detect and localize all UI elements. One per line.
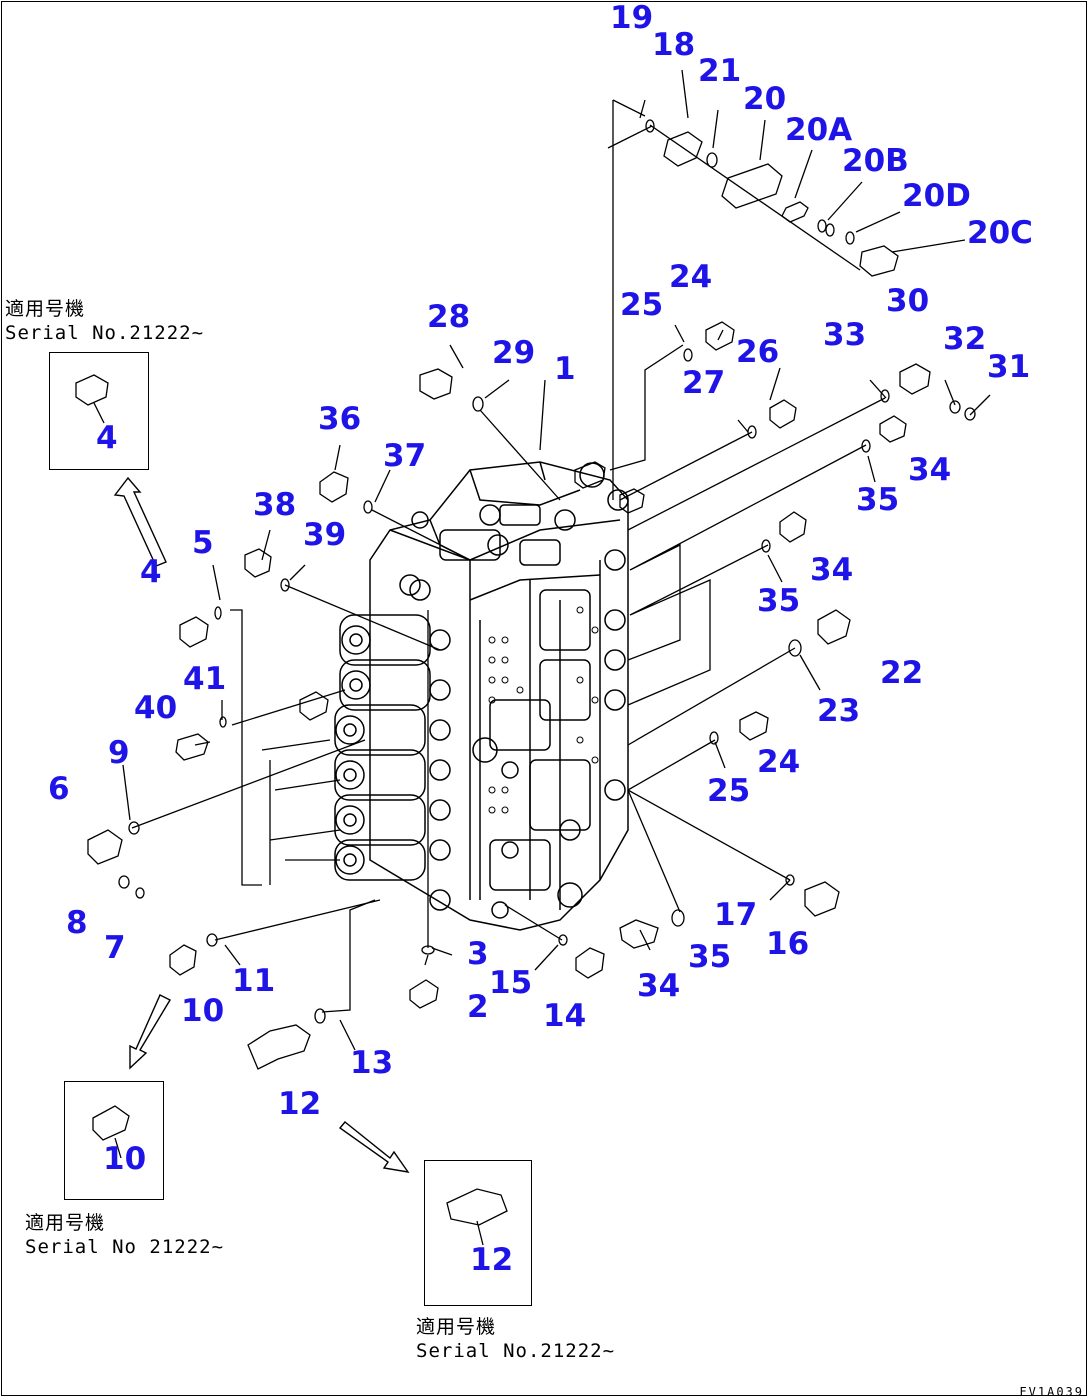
callout-8: 8	[66, 905, 88, 941]
callout-20b: 20B	[842, 143, 909, 179]
callout-14: 14	[543, 998, 587, 1034]
callout-25-top: 25	[620, 287, 664, 323]
callout-28: 28	[427, 299, 471, 335]
inset-note-bottom-left: 適用号機 Serial No 21222~	[25, 1212, 224, 1260]
drawing-code: FV1A039	[1019, 1385, 1084, 1399]
callout-33: 33	[823, 317, 867, 353]
callout-18: 18	[652, 27, 696, 63]
inset-callout-12: 12	[470, 1242, 514, 1278]
callout-36: 36	[318, 401, 362, 437]
inset-note-top-left: 適用号機 Serial No.21222~	[5, 298, 204, 346]
callout-20a: 20A	[785, 112, 853, 148]
callout-41: 41	[183, 661, 227, 697]
callout-9: 9	[108, 735, 130, 771]
callout-39: 39	[303, 517, 347, 553]
inset-box-bottom-center: 12	[424, 1160, 532, 1306]
callout-7: 7	[104, 930, 126, 966]
control-valve-body	[334, 461, 629, 931]
inset-note-serial: Serial No 21222~	[25, 1235, 225, 1258]
inset-note-title: 適用号機	[5, 298, 86, 320]
inset-callout-4: 4	[96, 420, 118, 456]
callout-34-bottom: 34	[637, 968, 681, 1004]
inset-callout-10: 10	[103, 1141, 147, 1177]
callout-31: 31	[987, 349, 1031, 385]
hollow-arrows	[113, 476, 410, 1173]
callout-24-top: 24	[669, 259, 713, 295]
fitting-4-sketch	[75, 374, 109, 424]
callout-37: 37	[383, 438, 427, 474]
callout-20: 20	[743, 81, 787, 117]
callout-35-bottom: 35	[688, 939, 732, 975]
fitting-10-sketch	[92, 1105, 130, 1159]
inset-note-title: 適用号機	[416, 1316, 497, 1338]
inset-box-bottom-left: 10	[64, 1081, 164, 1200]
inset-note-serial: Serial No.21222~	[5, 321, 205, 344]
callout-38: 38	[253, 487, 297, 523]
callout-11: 11	[232, 963, 276, 999]
callout-3: 3	[467, 936, 489, 972]
callout-30: 30	[886, 283, 930, 319]
callout-5: 5	[192, 525, 214, 561]
fitting-12-sketch	[446, 1188, 508, 1246]
solenoid-stack	[334, 574, 431, 881]
callout-4: 4	[140, 554, 162, 590]
callout-35-right-top: 35	[856, 482, 900, 518]
callout-10: 10	[181, 993, 225, 1029]
inset-note-bottom-center: 適用号機 Serial No.21222~	[416, 1316, 615, 1364]
callout-27: 27	[682, 365, 726, 401]
callout-12: 12	[278, 1086, 322, 1122]
callout-40: 40	[134, 690, 178, 726]
callout-25-right: 25	[707, 773, 751, 809]
inset-note-serial: Serial No.21222~	[416, 1339, 616, 1362]
callout-29: 29	[492, 335, 536, 371]
callout-32: 32	[943, 321, 987, 357]
callout-34-right-top: 34	[908, 452, 952, 488]
inset-note-title: 適用号機	[25, 1212, 106, 1234]
callout-6: 6	[48, 771, 70, 807]
callout-23: 23	[817, 693, 861, 729]
callout-20d: 20D	[902, 178, 971, 214]
callout-15: 15	[489, 965, 533, 1001]
callout-1: 1	[554, 351, 576, 387]
callout-22: 22	[880, 655, 924, 691]
leader-lines	[122, 69, 991, 1051]
part-sketches	[87, 119, 976, 1070]
inset-box-top-left: 4	[49, 352, 149, 470]
callout-20c: 20C	[967, 215, 1033, 251]
callout-2: 2	[467, 989, 489, 1025]
callout-34-right-mid: 34	[810, 552, 854, 588]
callout-16: 16	[766, 926, 810, 962]
callout-17: 17	[714, 897, 758, 933]
callout-19: 19	[610, 0, 654, 36]
callout-13: 13	[350, 1045, 394, 1081]
callout-24-right: 24	[757, 744, 801, 780]
callout-26: 26	[736, 334, 780, 370]
callout-35-right-mid: 35	[757, 583, 801, 619]
callout-21: 21	[698, 53, 742, 89]
